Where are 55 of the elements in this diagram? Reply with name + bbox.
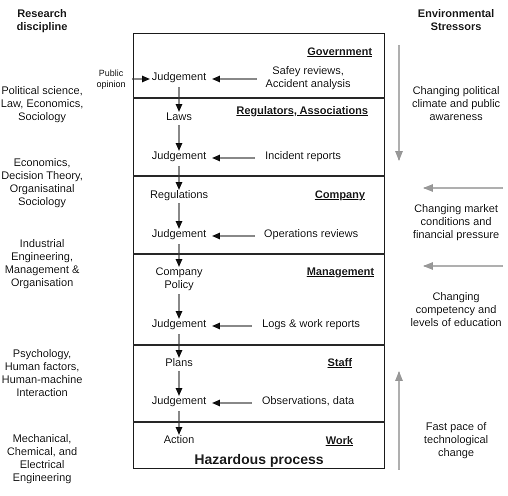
arrow: [212, 76, 258, 82]
level-band: [133, 345, 385, 422]
arrow: [212, 232, 256, 240]
step-label: Incident reports: [259, 150, 347, 164]
step-label: Judgement: [149, 71, 209, 87]
side-note: Industrial Engineering, Management & Organisation: [4, 238, 80, 290]
step-label: Judgement: [149, 228, 209, 244]
arrow: [176, 334, 182, 358]
arrow: [176, 124, 182, 151]
level-band: [133, 98, 385, 176]
level-band: [133, 254, 385, 345]
level-heading: Staff: [328, 357, 352, 370]
level-heading: Regulators, Associations: [236, 105, 368, 118]
level-heading: Work: [326, 435, 353, 448]
step-label: Judgement: [149, 318, 209, 334]
arrow: [212, 322, 252, 330]
arrow: [212, 154, 256, 162]
level-heading: Government: [307, 46, 372, 59]
step-label: Operations reviews: [259, 228, 363, 242]
column-heading: Environmental Stressors: [416, 8, 496, 34]
step-label: Judgement: [149, 395, 209, 411]
arrow: [176, 410, 182, 435]
level-heading: Management: [306, 266, 374, 279]
side-note: Changing competency and levels of education: [409, 291, 503, 330]
level-heading: Company: [314, 189, 365, 202]
arrow: [176, 244, 182, 267]
side-note: Changing market conditions and financial pressure: [412, 203, 500, 242]
input-label: Public opinion: [92, 68, 130, 92]
step-label: Action: [157, 434, 201, 448]
step-label: Safey reviews, Accident analysis: [261, 65, 355, 93]
side-note: Psychology, Human factors, Human-machine Interaction: [0, 348, 84, 400]
step-label: Laws: [159, 111, 199, 125]
step-label: Judgement: [149, 150, 209, 166]
arrow: [176, 370, 182, 396]
level-band: [133, 422, 385, 469]
arrow: [176, 294, 182, 319]
side-note: Political science, Law, Economics, Sociology: [0, 85, 84, 124]
side-note: Fast pace of technological change: [422, 421, 490, 460]
side-note: Mechanical, Chemical, and Electrical Engineering: [6, 433, 78, 485]
arrow: [176, 166, 182, 190]
arrow: [212, 400, 252, 406]
arrow: [132, 76, 150, 82]
level-band: [133, 33, 385, 98]
column-heading: Research discipline: [16, 8, 68, 34]
step-label: Company Policy: [151, 266, 207, 294]
step-label: Logs & work reports: [256, 318, 366, 332]
arrow: [176, 86, 182, 112]
level-band: [133, 176, 385, 254]
arrow: [176, 202, 182, 229]
step-label: Plans: [159, 357, 199, 371]
side-note: Economics, Decision Theory, Organisatinal Sociology: [0, 157, 84, 209]
side-note: Changing political climate and public awareness: [410, 85, 502, 124]
step-label: Observations, data: [256, 395, 360, 409]
process-title: Hazardous process: [193, 453, 325, 466]
step-label: Regulations: [147, 189, 211, 203]
